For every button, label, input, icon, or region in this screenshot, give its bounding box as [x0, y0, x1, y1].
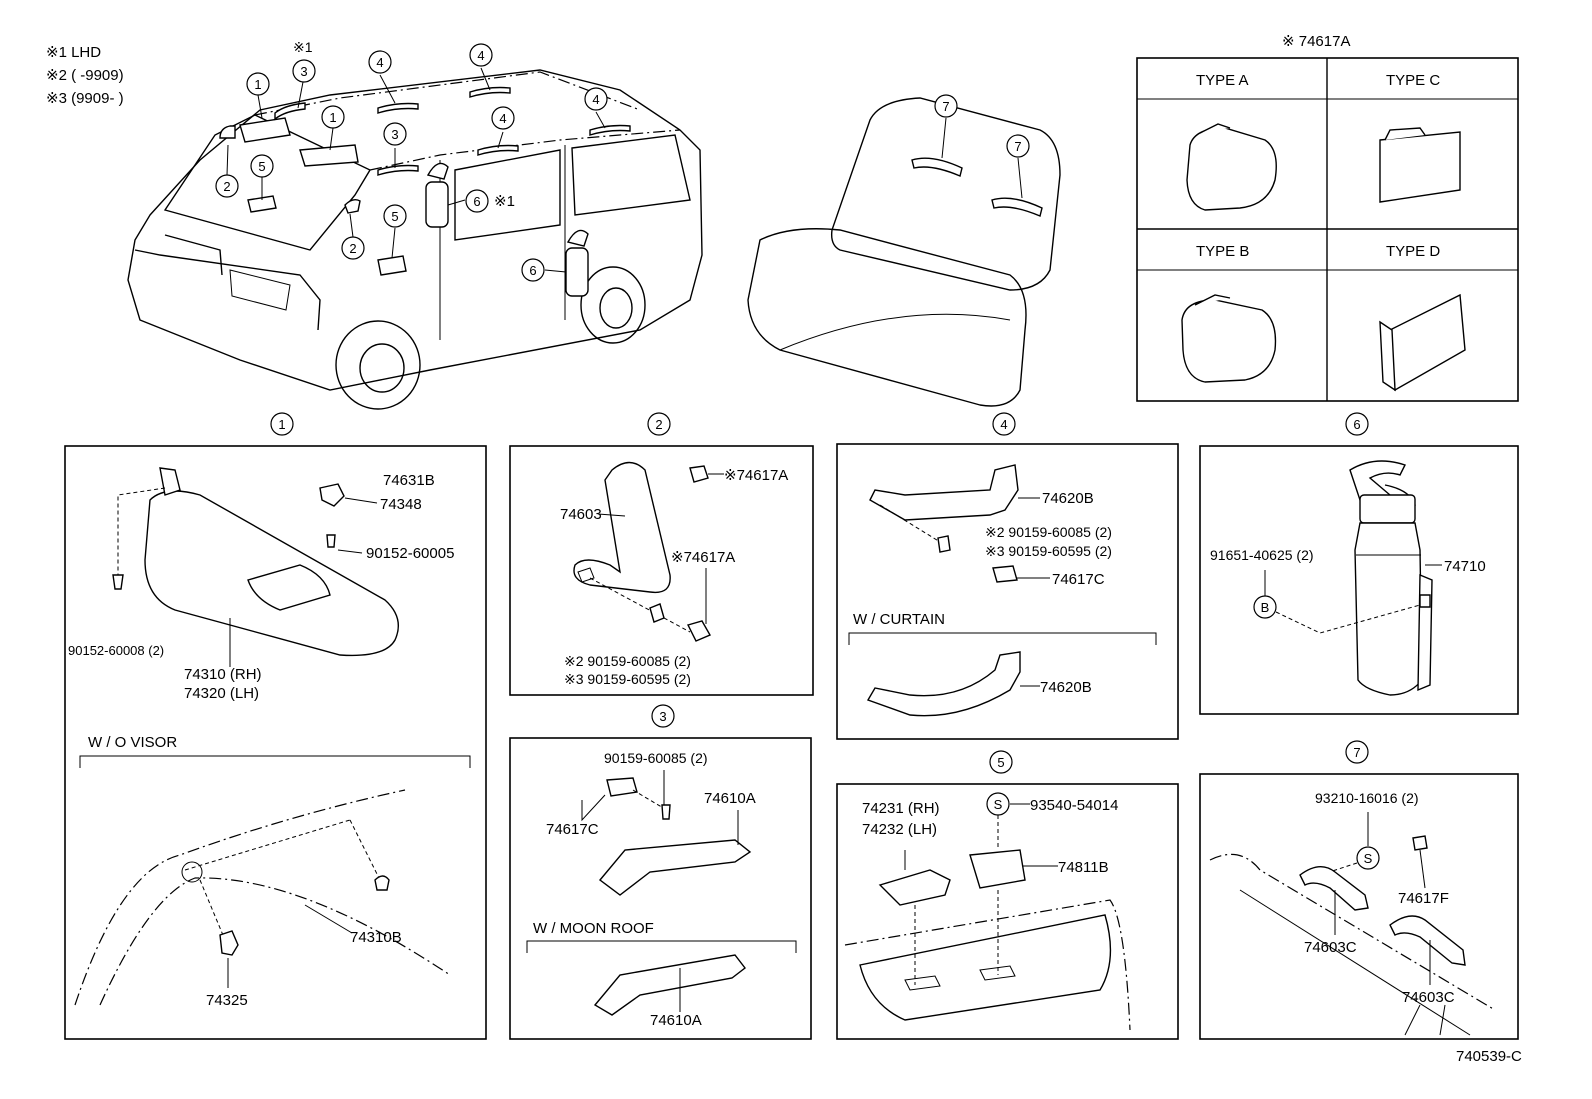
legend-line-1: ※1 LHD [46, 44, 101, 61]
part-74310-rh: 74310 (RH) [184, 666, 262, 683]
panel-4-number: 4 [1000, 417, 1007, 432]
part-74603: 74603 [560, 506, 602, 523]
seat-callout-7b: 7 [1014, 139, 1021, 154]
part-74617C-p4: 74617C [1052, 571, 1105, 588]
type-a-label: TYPE A [1196, 72, 1249, 89]
part-74231-rh: 74231 (RH) [862, 800, 940, 817]
part-74232-lh: 74232 (LH) [862, 821, 937, 838]
legend-line-3: ※3 (9909- ) [46, 90, 124, 107]
part-74620B-a: 74620B [1042, 490, 1094, 507]
van-callout-3a: 3 [300, 64, 307, 79]
p4-note-3: ※3 90159-60595 (2) [985, 543, 1112, 559]
van-callout-4a: 4 [376, 55, 383, 70]
panel-1: 1 74631B 74348 90152-60005 90152-60008 (… [64, 412, 487, 1040]
part-74617F: 74617F [1398, 890, 1449, 907]
type-table: ※ 74617A TYPE A TYPE C TYPE B TYPE D [1136, 33, 1519, 402]
part-93540-54014: 93540-54014 [1030, 797, 1118, 814]
part-74320-lh: 74320 (LH) [184, 685, 259, 702]
part-74310B: 74310B [350, 929, 402, 946]
panel-7-number: 7 [1353, 745, 1360, 760]
panel-2-number: 2 [655, 417, 662, 432]
type-d-label: TYPE D [1386, 243, 1440, 260]
van-callout-1a: 1 [254, 77, 261, 92]
part-74620B-b: 74620B [1040, 679, 1092, 696]
legend: ※1 LHD ※2 ( -9909) ※3 (9909- ) [46, 44, 124, 107]
van-callout-6b: 6 [529, 263, 536, 278]
van-star-note-6: ※1 [494, 193, 515, 210]
part-74610A-a: 74610A [704, 790, 756, 807]
panel-3-number: 3 [659, 709, 666, 724]
p4-note-2: ※2 90159-60085 (2) [985, 524, 1112, 540]
van-callout-2a: 2 [223, 179, 230, 194]
part-91651-40625: 91651-40625 (2) [1210, 547, 1314, 563]
part-74610A-b: 74610A [650, 1012, 702, 1029]
part-74603C-b: 74603C [1402, 989, 1455, 1006]
p2-note-3: ※3 90159-60595 (2) [564, 671, 691, 687]
van-callout-5a: 5 [258, 159, 265, 174]
van-star-note: ※1 [293, 39, 313, 55]
part-74348: 74348 [380, 496, 422, 513]
w-curtain-label: W / CURTAIN [853, 611, 945, 628]
part-74710: 74710 [1444, 558, 1486, 575]
van-callout-2b: 2 [349, 241, 356, 256]
van-callout-3b: 3 [391, 127, 398, 142]
screw-symbol-s: S [994, 797, 1003, 812]
part-90159-60085: 90159-60085 (2) [604, 750, 708, 766]
van-callout-4b: 4 [477, 48, 484, 63]
diagram-code: 740539-C [1456, 1048, 1522, 1065]
panel-6: 6 74710 91651-40625 (2) B [1199, 412, 1519, 715]
part-74603C-a: 74603C [1304, 939, 1357, 956]
part-74617A-b: ※74617A [671, 549, 735, 566]
part-90152-60008: 90152-60008 (2) [68, 643, 164, 658]
p2-note-2: ※2 90159-60085 (2) [564, 653, 691, 669]
van-callout-4c: 4 [499, 111, 506, 126]
type-table-title: ※ 74617A [1282, 33, 1350, 50]
panel-3: 3 90159-60085 (2) 74610A 74617C W / MOON… [509, 704, 812, 1040]
panel-7: 7 93210-16016 (2) S 74617F 74603C 74603C [1199, 740, 1519, 1040]
panel-2: 2 ※74617A 74603 ※74617A ※2 90159-60085 (… [509, 412, 814, 696]
part-74617C-p3: 74617C [546, 821, 599, 838]
type-c-label: TYPE C [1386, 72, 1440, 89]
screw-symbol-s-7: S [1364, 851, 1373, 866]
part-74617A-a: ※74617A [724, 467, 788, 484]
seat-callout-7a: 7 [942, 99, 949, 114]
legend-line-2: ※2 ( -9909) [46, 67, 124, 84]
part-93210-16016: 93210-16016 (2) [1315, 790, 1419, 806]
van-callout-1b: 1 [329, 110, 336, 125]
panel-6-number: 6 [1353, 417, 1360, 432]
panel-1-number: 1 [278, 417, 285, 432]
van-callout-6a: 6 [473, 194, 480, 209]
panel-4: 4 74620B ※2 90159-60085 (2) ※3 90159-605… [836, 412, 1179, 740]
van-callout-4d: 4 [592, 92, 599, 107]
panel-5: 5 74231 (RH) 74232 (LH) S 93540-54014 74… [836, 750, 1179, 1040]
part-74631B: 74631B [383, 472, 435, 489]
van-illustration: 1 2 5 1 2 3 ※1 4 3 5 4 4 4 6 ※1 6 [127, 39, 703, 410]
w-o-visor-label: W / O VISOR [88, 734, 177, 751]
part-74325: 74325 [206, 992, 248, 1009]
seat-illustration: 7 7 [747, 94, 1061, 407]
part-74811B: 74811B [1058, 859, 1109, 876]
van-callout-5b: 5 [391, 209, 398, 224]
type-b-label: TYPE B [1196, 243, 1249, 260]
w-moon-roof-label: W / MOON ROOF [533, 920, 654, 937]
part-90152-60005: 90152-60005 [366, 545, 454, 562]
bolt-symbol-b: B [1261, 600, 1270, 615]
panel-5-number: 5 [997, 755, 1004, 770]
